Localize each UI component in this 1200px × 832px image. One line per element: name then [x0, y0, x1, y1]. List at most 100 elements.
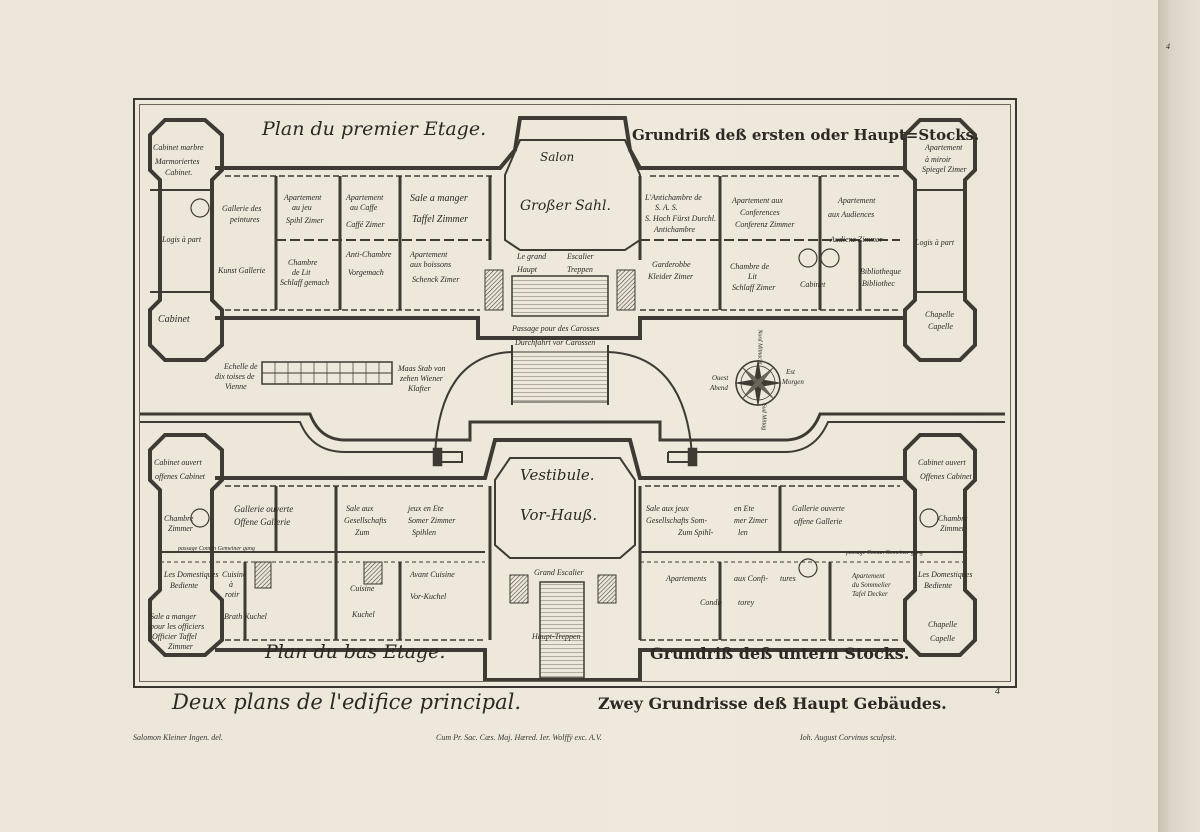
label-gallerie-des: Gallerie des [222, 204, 262, 213]
label-apt-jeu: Apartement [284, 193, 322, 202]
label-zimmer-left: Zimmer [168, 524, 193, 533]
label-spihl-zimer: Spihl Zimer [286, 216, 324, 225]
label-brath-kuchel: Brath Kuchel [224, 612, 267, 621]
label-chapelle: Chapelle [925, 310, 954, 319]
compass-west-2: Abend [710, 384, 728, 392]
scale-label-de-2: zehen Wiener [400, 374, 443, 383]
label-domestiques-right: Les Domestiques [918, 570, 973, 579]
label-jeux-en-ete-left: jeux en Ete [408, 504, 444, 513]
label-vor-hauss: Vor-Hauß. [520, 506, 598, 524]
label-antichambre: Antichambre [654, 225, 696, 234]
label-du-sommelier: du Sommelier [852, 581, 891, 589]
label-cuisine-rotir-1: Cuisine [222, 570, 247, 579]
label-taffel-zimmer: Taffel Zimmer [412, 214, 469, 225]
label-cabinet-marbre: Cabinet marbre [153, 143, 204, 152]
corner-page-number: 4 [1166, 42, 1170, 51]
label-gallerie-ouverte-right: Gallerie ouverte [792, 504, 845, 513]
label-officier-taffel: Officier Taffel [152, 632, 197, 641]
label-sale-officiers: Sale a manger [150, 612, 197, 621]
lower-floor-plan [140, 412, 1005, 682]
label-de-lit: de Lit [292, 268, 311, 277]
compass-south: Sud Mittag [760, 403, 767, 431]
label-schlaff-gemach: Schlaff gemach [280, 278, 330, 287]
label-cabinet-nw: Cabinet. [165, 168, 193, 177]
compass-west-1: Ouest [712, 374, 729, 382]
label-zimmer-officiers: Zimmer [168, 642, 193, 651]
label-haupt: Haupt [517, 265, 537, 274]
label-peintures: peintures [230, 215, 260, 224]
label-lit: Lit [748, 272, 757, 281]
label-gesellschafts-right: Gesellschafts Som- [646, 516, 708, 525]
label-apt-conferences: Apartement aux [732, 196, 783, 205]
label-schenck-zimer: Schenck Zimer [412, 275, 460, 284]
label-aux-boissons: aux boissons [410, 260, 452, 269]
label-offene-gallerie-left: Offene Gallerie [234, 517, 291, 527]
label-gesellschafts-left: Gesellschafts [344, 516, 387, 525]
label-avant-cuisine: Avant Cuisine [410, 570, 455, 579]
label-somer-zimmer-left: Somer Zimmer [408, 516, 456, 525]
label-sale-aux-left: Sale aux [346, 504, 374, 513]
credit-publisher: Cum Pr. Sac. Cæs. Maj. Hæred. Ier. Wolff… [436, 733, 602, 742]
label-conferences: Conferences [740, 208, 780, 217]
label-bibliotheque: Bibliotheque [860, 267, 901, 276]
label-chambre-de: Chambre de [730, 262, 770, 271]
compass-north: Nord Mitnacht [756, 329, 763, 365]
label-logis-right: Logis à part [915, 238, 955, 247]
caption-main-de: Zwey Grundrisse deß Haupt Gebäudes. [598, 694, 947, 713]
label-cabinet-sw: Cabinet [158, 314, 190, 325]
label-a-miroir: à miroir [925, 155, 952, 164]
scale-bar [261, 361, 393, 385]
label-apt-audiences: Apartement [838, 196, 876, 205]
label-au-jeu: au jeu [292, 203, 312, 212]
label-hoch-furst: S. Hoch Fürst Durchl. [645, 214, 717, 223]
scale-label-de-3: Klafter [408, 384, 431, 393]
floor-plan-engraving [140, 116, 1005, 682]
label-kunst-gallerie: Kunst Gallerie [218, 266, 266, 275]
label-zum-spihl: Zum Spihl- [678, 528, 714, 537]
label-vor-kuchel: Vor-Kuchel [410, 592, 447, 601]
label-le-grand: Le grand [517, 252, 547, 261]
label-treppen: Treppen [567, 265, 593, 274]
caption-main-fr: Deux plans de l'edifice principal. [172, 690, 522, 714]
label-spiegel-zimer: Spiegel Zimer [922, 165, 967, 174]
label-zimmer-right: Zimmer [940, 524, 965, 533]
label-grosser-sahl: Großer Sahl. [520, 198, 611, 214]
label-apartements: Apartements [666, 574, 707, 583]
scale-label-fr-1: Echelle de [224, 362, 258, 371]
label-offenes-cabinet-right: Offenes Cabinet [920, 472, 972, 481]
label-bediente-right: Bediente [924, 581, 952, 590]
label-apt-miroir: Apartement [925, 143, 963, 152]
credit-delineator: Salomon Kleiner Ingen. del. [133, 733, 223, 742]
compass-rose [734, 359, 782, 407]
label-vestibule: Vestibule. [520, 466, 595, 484]
label-schlaff-zimer: Schlaff Zimer [732, 283, 776, 292]
label-marmoriertes: Marmoriertes [155, 157, 200, 166]
label-capelle-right: Capelle [930, 634, 955, 643]
label-apartement-sommelier: Apartement [852, 572, 885, 580]
title-upper-fr: Plan du premier Etage. [262, 118, 487, 140]
label-pour-officiers: pour les officiers [150, 622, 205, 631]
title-lower-fr: Plan du bas Etage. [265, 641, 446, 663]
label-vorgemach: Vorgemach [348, 268, 384, 277]
label-condi: Condi- [700, 598, 723, 607]
plate-number: 4 [995, 686, 1000, 697]
title-lower-de: Grundriß deß untern Stocks. [650, 644, 910, 663]
label-sale-manger: Sale a manger [410, 193, 468, 204]
label-passage-commun-left: passage Comun Gemeiner gang [178, 546, 255, 552]
scale-label-fr-2: dix toises de [215, 372, 255, 381]
scale-label-fr-3: Vienne [225, 382, 247, 391]
label-spihlen-left: Spihlen [412, 528, 436, 537]
label-len: len [738, 528, 748, 537]
label-sale-aux-jeux-right: Sale aux jeux [646, 504, 689, 513]
label-zum-left: Zum [355, 528, 370, 537]
scale-label-de-1: Maas Stab von [398, 364, 446, 373]
label-caffe-zimer: Caffé Zimer [346, 220, 385, 229]
label-tures: tures [780, 574, 796, 583]
label-audienz-zimmer: Audienz Zimmer [830, 235, 883, 244]
label-offenes-cabinet-left: offenes Cabinet [155, 472, 205, 481]
label-cabinet-mid: Cabinet [800, 280, 826, 289]
plate-border [133, 98, 1017, 688]
label-gallerie-ouverte-left: Gallerie ouverte [234, 504, 294, 514]
title-upper-de: Grundriß deß ersten oder Haupt=Stocks. [632, 126, 980, 144]
label-aux-audiences: aux Audiences [828, 210, 875, 219]
